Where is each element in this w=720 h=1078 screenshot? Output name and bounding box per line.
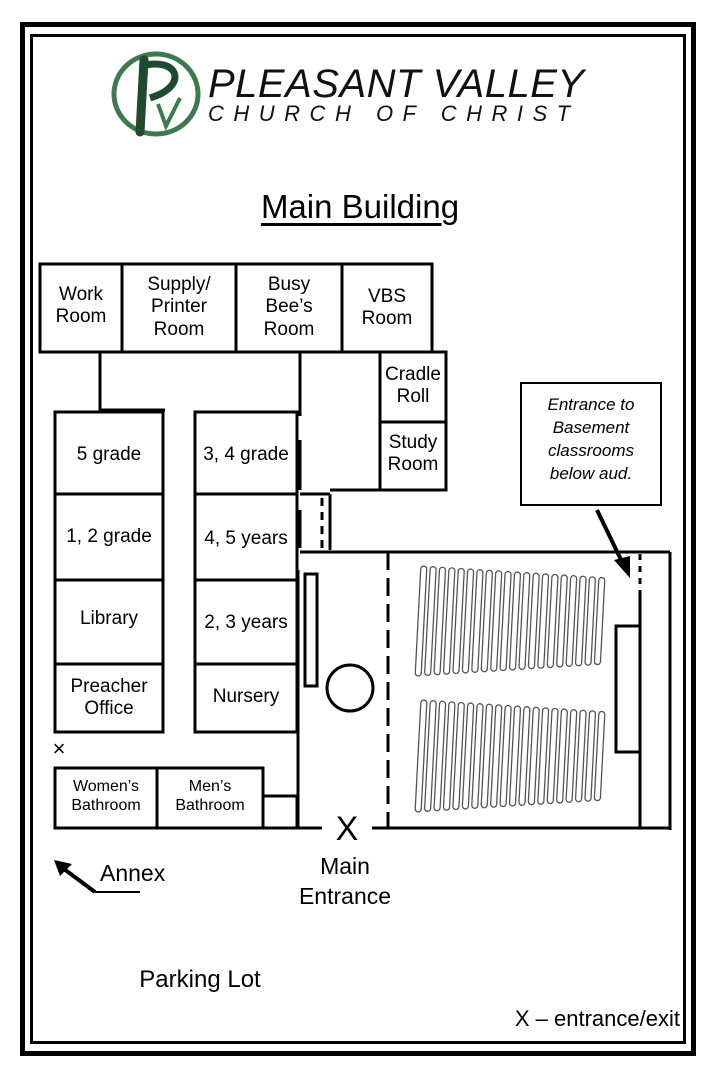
pew <box>527 572 540 670</box>
church-logo-icon <box>111 51 201 137</box>
outer-border <box>20 22 696 1056</box>
basement-note-box <box>520 382 662 506</box>
years-4-5-label: 4, 5 years <box>204 528 288 549</box>
pew <box>508 705 522 807</box>
pew <box>414 565 428 677</box>
supply-room-label: Supply/ Printer Room <box>147 274 211 340</box>
pew <box>593 576 606 666</box>
legend-label: X – entrance/exit <box>514 1006 680 1031</box>
pew <box>480 569 493 673</box>
grade-1-2-label: 1, 2 grade <box>66 526 152 547</box>
pew <box>565 575 578 667</box>
pew <box>537 573 550 669</box>
nursery-label: Nursery <box>212 686 280 707</box>
womens-bathroom-label: Women’s Bathroom <box>71 778 141 814</box>
preacher-office-label: Preacher Office <box>70 676 148 720</box>
preacher-office-box <box>53 662 165 734</box>
basement-note-label: Entrance to Basement classrooms below au… <box>547 395 635 483</box>
pew <box>490 704 503 808</box>
annex-label: Annex <box>100 860 166 886</box>
pew <box>546 707 559 805</box>
bathroom-closet-box <box>261 794 299 830</box>
pew <box>518 706 531 806</box>
pew <box>461 568 475 674</box>
pew <box>442 567 456 675</box>
pew <box>556 708 568 804</box>
pew <box>452 567 465 675</box>
pew <box>593 710 606 802</box>
pew <box>471 703 484 809</box>
grade-5-label: 5 grade <box>76 444 142 465</box>
pew <box>556 574 568 668</box>
pew <box>433 566 447 676</box>
page-title: Main Building <box>260 188 460 225</box>
annex-arrow <box>58 864 97 894</box>
logo-title: PLEASANT VALLEY <box>208 62 585 106</box>
grade-3-4-label: 3, 4 grade <box>203 444 289 465</box>
pew <box>546 573 559 669</box>
vbs-room-label: VBS Room <box>361 286 413 330</box>
pew <box>414 699 428 813</box>
pew <box>527 706 540 806</box>
inner-border <box>30 34 686 1044</box>
pew <box>433 700 447 812</box>
cradle-roll-label: Cradle Roll <box>385 364 441 408</box>
years-2-3-label: 2, 3 years <box>204 612 288 633</box>
pew <box>424 566 437 676</box>
study-room-box <box>378 420 448 492</box>
pew <box>490 570 503 672</box>
pew <box>584 710 597 802</box>
pew <box>537 707 550 805</box>
pew <box>499 570 512 672</box>
pew <box>574 709 587 803</box>
pew <box>471 569 484 673</box>
basement-arrow <box>595 509 626 567</box>
pew <box>584 576 597 666</box>
pew <box>480 703 494 809</box>
study-room-label: Study Room <box>387 432 439 476</box>
main-entrance-label: Main Entrance <box>298 853 392 909</box>
pew <box>508 571 522 671</box>
side-exit-mark: × <box>52 736 66 761</box>
pew <box>574 575 587 667</box>
pew <box>461 702 475 810</box>
pew <box>518 572 531 670</box>
pew <box>499 704 512 808</box>
parking-lot-label: Parking Lot <box>139 966 261 993</box>
pew <box>452 701 465 811</box>
logo-subtitle: CHURCH OF CHRIST <box>208 101 580 126</box>
mens-bathroom-label: Men’s Bathroom <box>175 778 245 814</box>
pew <box>442 701 456 811</box>
main-entrance-mark: X <box>335 810 359 848</box>
work-room-label: Work Room <box>55 284 107 328</box>
pew <box>424 700 437 812</box>
library-label: Library <box>79 608 139 629</box>
pew <box>565 709 578 803</box>
busy-bee-room-label: Busy Bee’s Room <box>263 274 315 340</box>
